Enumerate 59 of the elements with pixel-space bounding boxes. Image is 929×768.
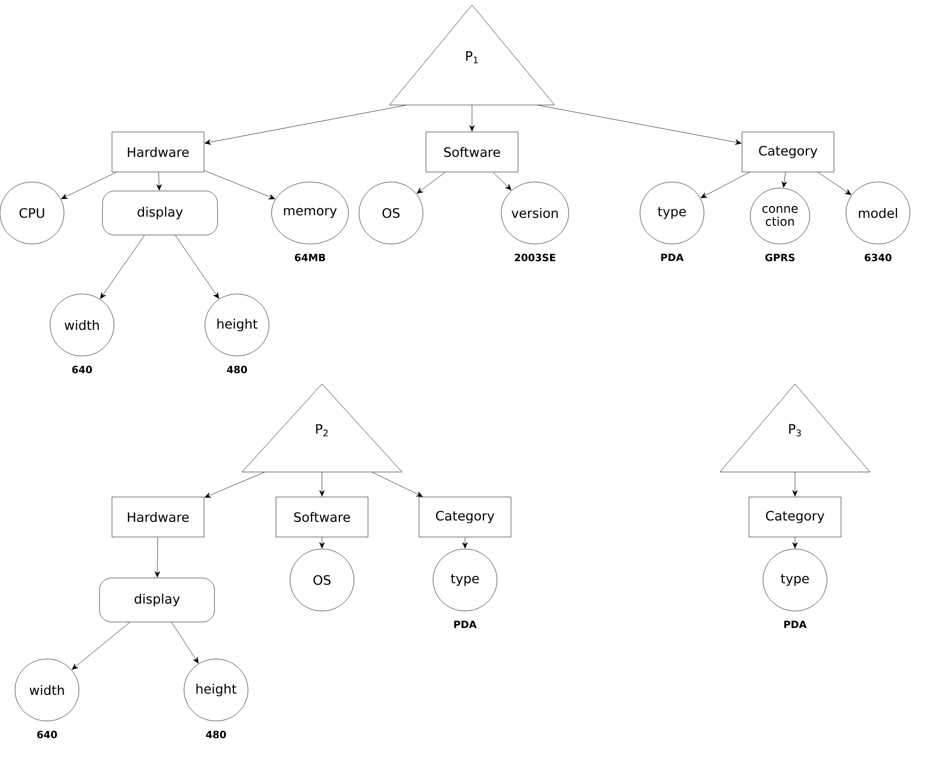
arrow bbox=[372, 472, 423, 497]
triangle-node: P$_{3}$ bbox=[720, 384, 870, 472]
arrow bbox=[416, 172, 446, 194]
rectangle-node: Software bbox=[276, 496, 368, 538]
arrow bbox=[61, 172, 116, 200]
rounded-node: display bbox=[102, 190, 218, 236]
rectangle-node: Software bbox=[426, 132, 518, 172]
value-label: 640 bbox=[37, 730, 57, 738]
value-label: PDA bbox=[784, 620, 807, 628]
ellipse-node: width bbox=[50, 294, 114, 356]
arrow bbox=[700, 172, 750, 198]
ellipse-node: width bbox=[14, 658, 80, 722]
arrow bbox=[156, 172, 162, 190]
value-label: 2003SE bbox=[514, 254, 556, 262]
arrow bbox=[792, 472, 798, 496]
value-label: 480 bbox=[206, 730, 226, 738]
rectangle-node: Category bbox=[748, 496, 842, 538]
ellipse-node: memory bbox=[271, 182, 349, 244]
arrow bbox=[175, 235, 220, 299]
arrow bbox=[319, 537, 325, 548]
ellipse-node: OS bbox=[358, 182, 424, 244]
arrow bbox=[154, 537, 160, 578]
rectangle-node: Hardware bbox=[112, 132, 204, 172]
ellipse-node: type bbox=[432, 548, 498, 612]
value-label: PDA bbox=[454, 620, 477, 628]
arrow bbox=[100, 235, 145, 299]
value-label: 480 bbox=[227, 366, 247, 374]
ellipse-node: model bbox=[846, 182, 910, 244]
arrow bbox=[72, 622, 130, 670]
arrow bbox=[492, 172, 512, 190]
arrow bbox=[204, 170, 276, 200]
arrow bbox=[538, 105, 742, 145]
ellipse-node: type bbox=[640, 182, 704, 244]
rectangle-node: Category bbox=[418, 496, 512, 538]
arrow bbox=[171, 622, 199, 664]
arrow bbox=[462, 537, 468, 548]
rounded-node: display bbox=[99, 578, 215, 622]
arrow bbox=[792, 537, 798, 548]
ellipse-node: OS bbox=[290, 548, 354, 612]
arrow bbox=[818, 172, 852, 196]
arrow bbox=[782, 172, 787, 188]
value-label: GPRS bbox=[765, 254, 794, 262]
value-label: 640 bbox=[72, 366, 92, 374]
triangle-node: P$_{1}$ bbox=[389, 4, 555, 106]
rectangle-node: Category bbox=[742, 132, 834, 172]
triangle-node: P$_{2}$ bbox=[242, 384, 402, 472]
ellipse-node: height bbox=[184, 658, 248, 722]
ellipse-node: version bbox=[501, 182, 569, 244]
arrow bbox=[204, 472, 265, 498]
arrow bbox=[319, 472, 325, 496]
value-label: PDA bbox=[661, 254, 684, 262]
ellipse-node: conne ction bbox=[750, 188, 810, 244]
ellipse-node: height bbox=[204, 294, 270, 356]
arrow bbox=[469, 105, 475, 132]
value-label: 6340 bbox=[864, 254, 892, 262]
ellipse-node: type bbox=[762, 548, 828, 612]
arrow bbox=[204, 105, 406, 145]
rectangle-node: Hardware bbox=[112, 496, 204, 538]
value-label: 64MB bbox=[294, 254, 326, 262]
